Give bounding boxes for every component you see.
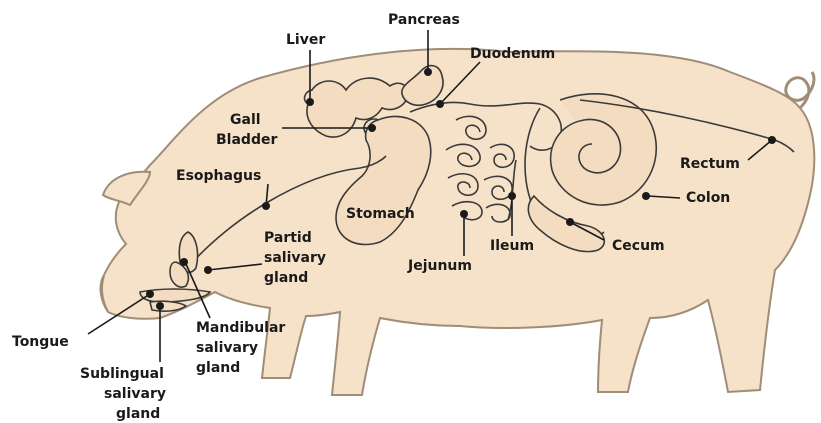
label-sublingual-3: gland [116,406,160,422]
label-mandibular-2: salivary [196,340,258,356]
gall-bladder-dot [368,124,376,132]
label-mandibular-3: gland [196,360,240,376]
label-stomach: Stomach [346,206,415,222]
jejunum-dot [460,210,468,218]
cecum-dot [566,218,574,226]
label-ileum: Ileum [490,238,534,254]
liver-dot [306,98,314,106]
label-esophagus: Esophagus [176,168,261,184]
label-sublingual-1: Sublingual [80,366,164,382]
mandibular-dot [180,258,188,266]
esophagus-dot [262,202,270,210]
label-gall-bladder-1: Gall [230,112,261,128]
label-duodenum: Duodenum [470,46,555,62]
label-partid-2: salivary [264,250,326,266]
ileum-dot [508,192,516,200]
rectum-dot [768,136,776,144]
label-partid-3: gland [264,270,308,286]
partid-dot [204,266,212,274]
label-sublingual-2: salivary [104,386,166,402]
label-jejunum: Jejunum [407,258,472,274]
label-liver: Liver [286,32,325,48]
label-cecum: Cecum [612,238,665,254]
sublingual-dot [156,302,164,310]
label-partid-1: Partid [264,230,312,246]
colon-dot [642,192,650,200]
tongue-dot [146,290,154,298]
label-rectum: Rectum [680,156,740,172]
pancreas-dot [424,68,432,76]
label-pancreas: Pancreas [388,12,460,28]
label-colon: Colon [686,190,730,206]
duodenum-dot [436,100,444,108]
label-tongue: Tongue [12,334,69,350]
label-mandibular-1: Mandibular [196,320,285,336]
label-gall-bladder-2: Bladder [216,132,277,148]
